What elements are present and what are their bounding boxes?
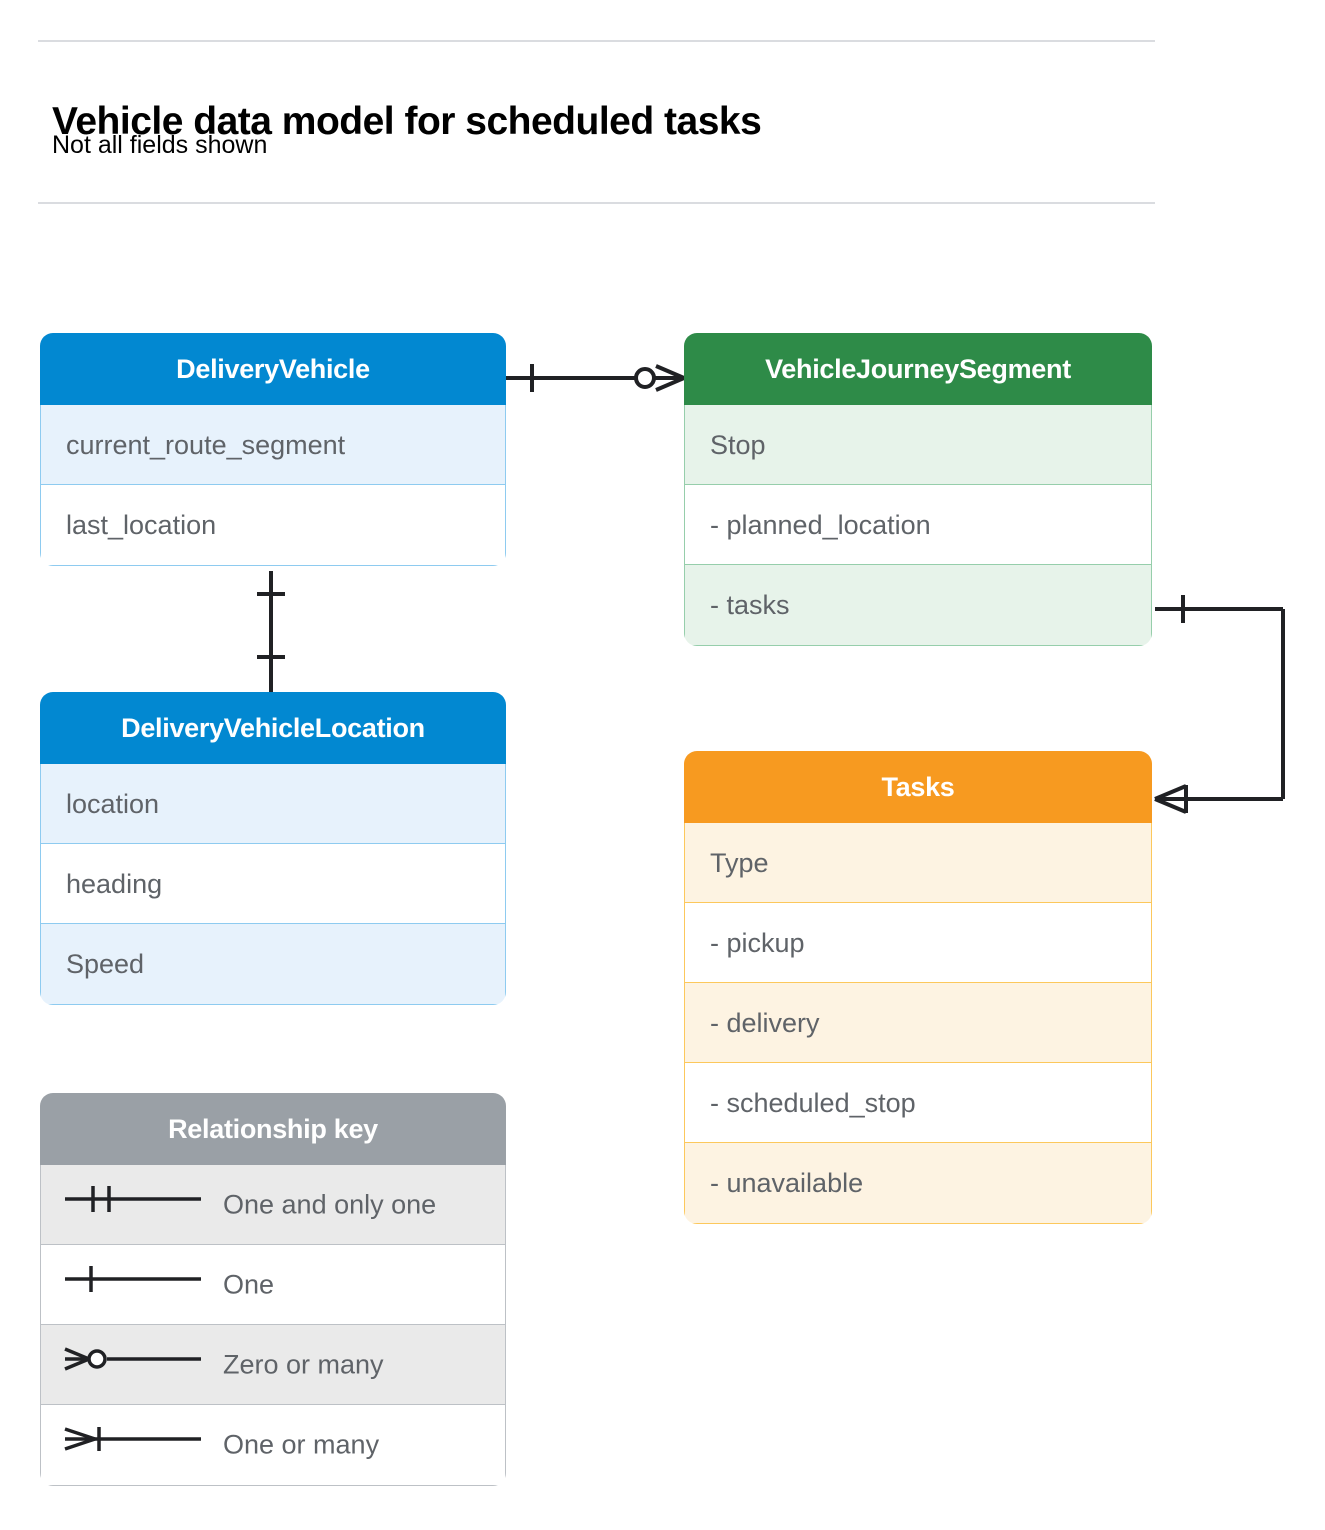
field-row: - delivery: [685, 983, 1151, 1063]
entity-delivery-vehicle-location[interactable]: DeliveryVehicleLocation location heading…: [40, 692, 506, 1005]
legend-item: One or many: [41, 1405, 505, 1485]
one-and-only-one-icon: [63, 1165, 203, 1244]
legend-item-label: Zero or many: [223, 1349, 384, 1379]
legend-item: Zero or many: [41, 1325, 505, 1405]
legend-item-label: One: [223, 1269, 275, 1299]
entity-title-vehicle-journey-segment: VehicleJourneySegment: [684, 333, 1152, 405]
entity-delivery-vehicle[interactable]: DeliveryVehicle current_route_segment la…: [40, 333, 506, 566]
entity-fields-delivery-vehicle: current_route_segment last_location: [40, 405, 506, 566]
connector-deliveryvehicle-vehiclelocation: [257, 571, 285, 692]
entity-fields-vehicle-journey-segment: Stop - planned_location - tasks: [684, 405, 1152, 646]
entity-vehicle-journey-segment[interactable]: VehicleJourneySegment Stop - planned_loc…: [684, 333, 1152, 646]
entity-title-delivery-vehicle-location: DeliveryVehicleLocation: [40, 692, 506, 764]
field-row: last_location: [41, 485, 505, 565]
field-row: Speed: [41, 924, 505, 1004]
entity-fields-tasks: Type - pickup - delivery - scheduled_sto…: [684, 823, 1152, 1224]
legend-item-label: One and only one: [223, 1189, 437, 1219]
entity-title-delivery-vehicle: DeliveryVehicle: [40, 333, 506, 405]
field-row: Type: [685, 823, 1151, 903]
legend-item-label: One or many: [223, 1429, 380, 1460]
one-icon: [63, 1245, 203, 1324]
field-row: - unavailable: [685, 1143, 1151, 1223]
field-row: current_route_segment: [41, 405, 505, 485]
entity-fields-delivery-vehicle-location: location heading Speed: [40, 764, 506, 1005]
connector-deliveryvehicle-journeysegment: [506, 364, 685, 392]
field-row: - pickup: [685, 903, 1151, 983]
page-subtitle: Not all fields shown: [52, 131, 268, 159]
page-title: Vehicle data model for scheduled tasks: [52, 100, 762, 144]
legend-item: One and only one: [41, 1165, 505, 1245]
legend-rows: One and only one One: [40, 1165, 506, 1486]
connector-journeysegment-tasks: [1154, 595, 1285, 814]
relationship-key-legend: Relationship key One and only one: [40, 1093, 506, 1486]
one-or-many-icon: [63, 1405, 203, 1485]
legend-item: One: [41, 1245, 505, 1325]
field-row: heading: [41, 844, 505, 924]
legend-title: Relationship key: [40, 1093, 506, 1165]
field-row: - planned_location: [685, 485, 1151, 565]
header-divider-bottom: [38, 202, 1155, 204]
field-row: location: [41, 764, 505, 844]
entity-title-tasks: Tasks: [684, 751, 1152, 823]
entity-tasks[interactable]: Tasks Type - pickup - delivery - schedul…: [684, 751, 1152, 1224]
field-row: - scheduled_stop: [685, 1063, 1151, 1143]
zero-or-many-icon: [63, 1325, 203, 1404]
header-divider-top: [38, 40, 1155, 42]
field-row: - tasks: [685, 565, 1151, 645]
field-row: Stop: [685, 405, 1151, 485]
